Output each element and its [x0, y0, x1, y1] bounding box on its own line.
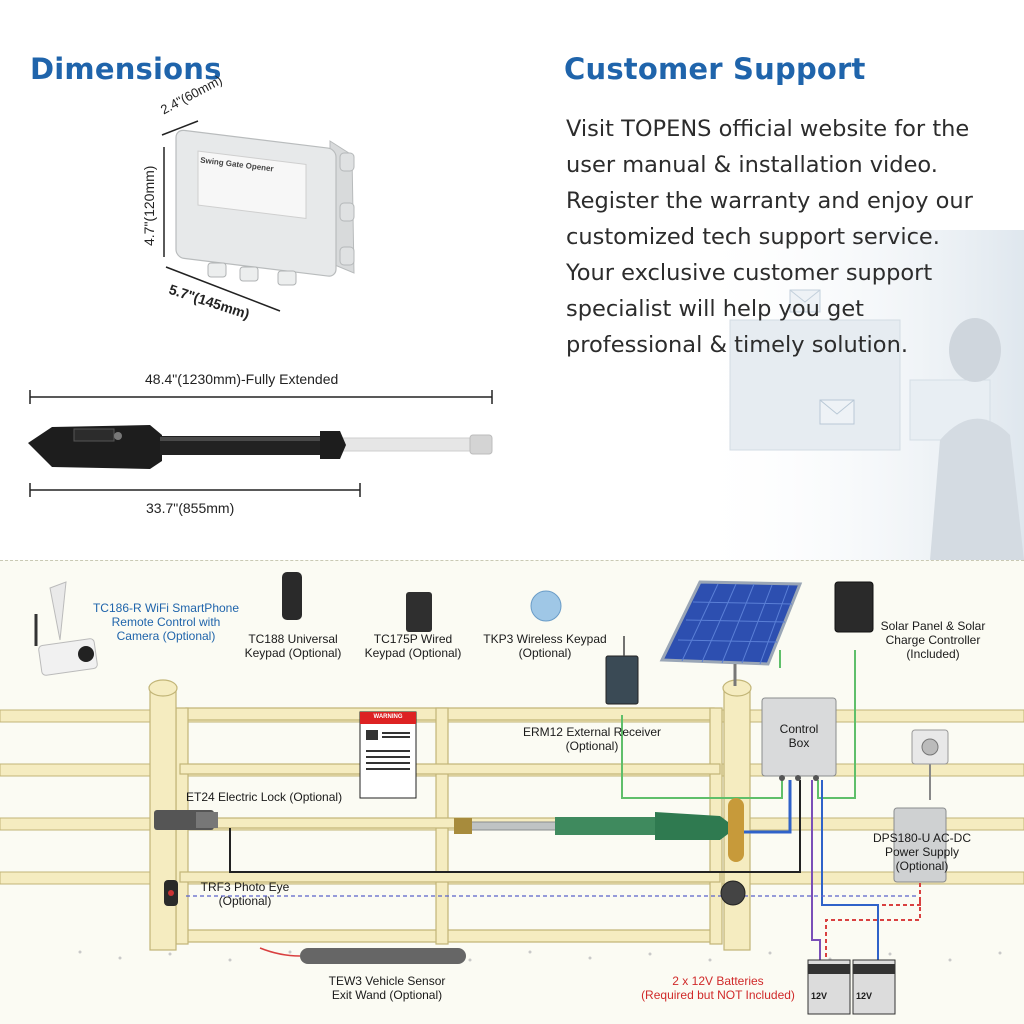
- tkp3-caption: TKP3 Wireless Keypad(Optional): [483, 632, 607, 660]
- ground-texture: [78, 950, 1002, 962]
- support-text-line: Visit TOPENS official website for the: [566, 116, 970, 142]
- arm-extended-label: 48.4"(1230mm)-Fully Extended: [145, 371, 339, 387]
- power-supply-drawing: [893, 807, 947, 883]
- arm-retracted-label: 33.7"(855mm): [146, 500, 235, 516]
- customer-support-heading: Customer Support: [564, 52, 866, 86]
- exit-wand-drawing: [259, 947, 466, 964]
- charge-controller-drawing: [834, 581, 874, 633]
- wiring: [186, 650, 931, 960]
- support-text-line: specialist will help you get: [566, 296, 864, 322]
- tc175p-keypad-drawing: [406, 592, 432, 632]
- support-text-line: Your exclusive customer support: [566, 260, 933, 286]
- erm12-caption: ERM12 External Receiver(Optional): [522, 725, 662, 753]
- battery-1-label: 12V: [810, 991, 827, 1001]
- diagram-divider: [0, 560, 1024, 561]
- arm-dimension-drawing: [28, 390, 493, 497]
- support-text-line: professional & timely solution.: [566, 332, 908, 358]
- et24-caption: ET24 Electric Lock (Optional): [186, 790, 343, 804]
- erm12-receiver-drawing: [605, 655, 639, 705]
- opener-arm-drawing: [454, 798, 744, 862]
- warning-sign-drawing: [359, 711, 417, 799]
- support-background-illustration: [690, 230, 1024, 560]
- batteries-caption: 2 x 12V Batteries(Required but NOT Inclu…: [641, 974, 795, 1002]
- installation-diagram: [0, 572, 1024, 1015]
- trf3-caption: TRF3 Photo Eye(Optional): [200, 880, 290, 908]
- dimensions-heading: Dimensions: [30, 52, 222, 86]
- warning-sign-label: WARNING: [373, 714, 403, 720]
- solar-panel-drawing: [659, 580, 803, 686]
- support-text-line: user manual & installation video.: [566, 152, 938, 178]
- batteries-drawing: [807, 959, 896, 1015]
- electric-lock-drawing: [154, 810, 218, 830]
- tc188-keypad-drawing: [282, 572, 302, 620]
- battery-2-label: 12V: [855, 991, 872, 1001]
- box-height-label: 4.7"(120mm): [141, 165, 157, 246]
- wifi-camera-drawing: [34, 581, 98, 676]
- tkp3-keypad-drawing: [530, 590, 562, 622]
- support-text-line: Register the warranty and enjoy our: [566, 188, 973, 214]
- support-text-line: customized tech support service.: [566, 224, 940, 250]
- control-box-dimension-drawing: [161, 120, 355, 312]
- photo-eye-drawing: [164, 880, 746, 906]
